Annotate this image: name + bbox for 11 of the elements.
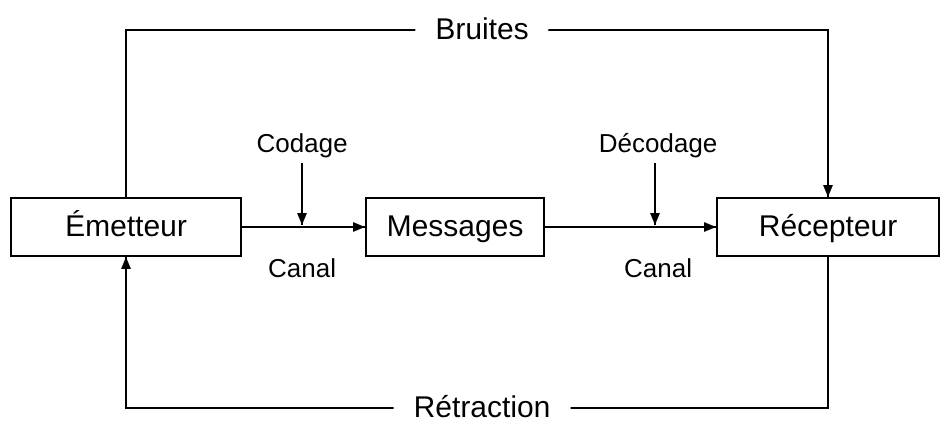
arrow [650,163,660,225]
arrow [242,222,365,232]
process-box: Émetteur [10,197,242,257]
node-label: Décodage [578,125,738,161]
arrow [545,222,716,232]
node-label: Codage [237,125,367,161]
arrow [297,163,307,225]
edge-label: Canal [268,255,336,281]
process-box: Messages [365,197,545,257]
process-box: Récepteur [716,197,940,257]
edge-label: Canal [624,255,692,281]
